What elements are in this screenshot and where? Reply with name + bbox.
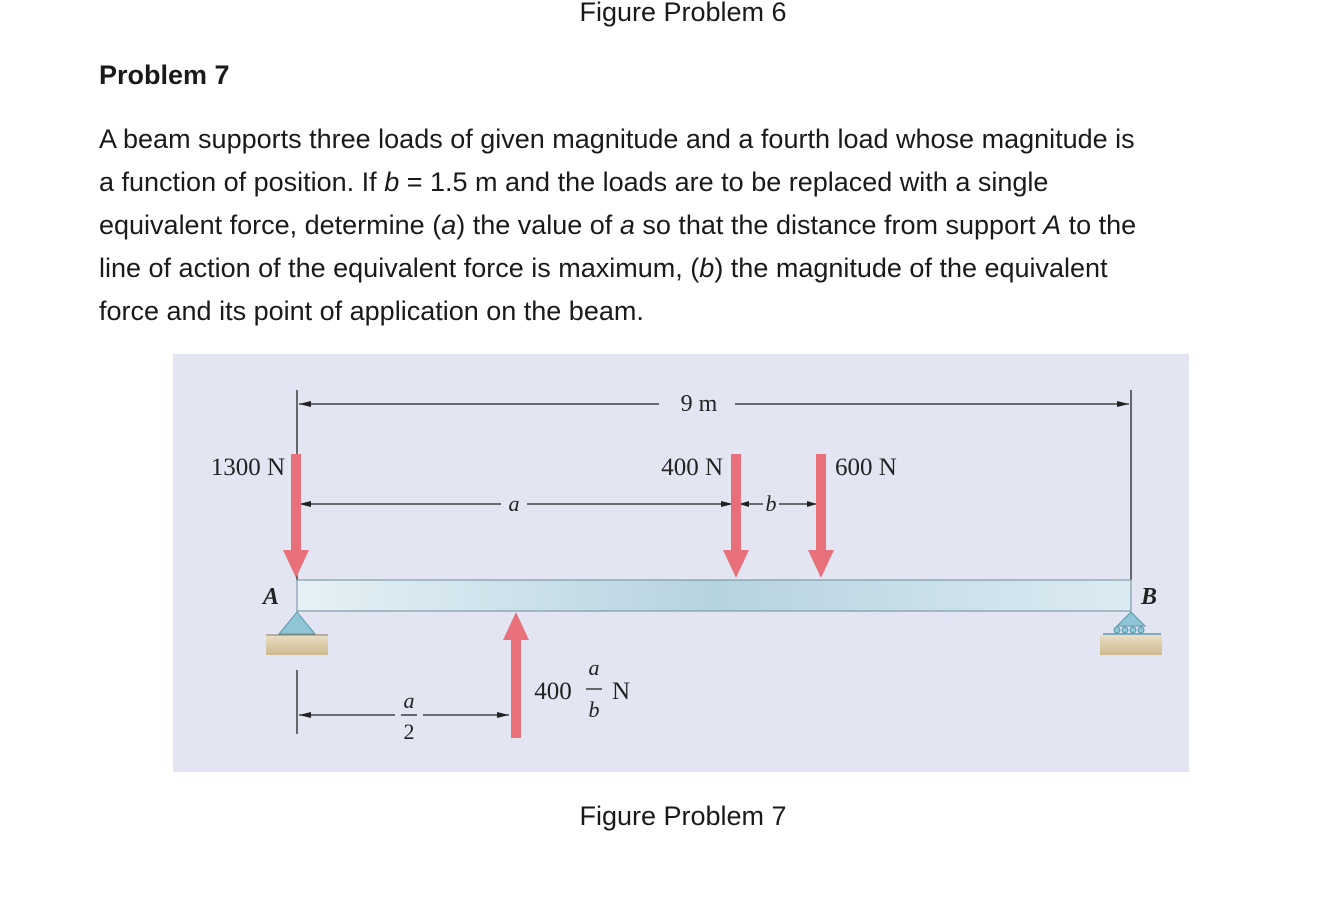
dim-a-arrow-left [299, 501, 311, 507]
load-600-label: 600 N [835, 454, 897, 481]
half-a-arrow-right [497, 712, 509, 718]
dim-b-arrow-right [807, 501, 817, 507]
problem-variable: b [699, 253, 715, 283]
load-400-arrow [723, 454, 749, 578]
problem-text-segment: A beam supports three loads of given mag… [99, 124, 1135, 154]
variable-load-denominator: b [589, 697, 600, 722]
problem-line: force and its point of application on th… [99, 290, 1279, 333]
problem-text-segment: line of action of the equivalent force i… [99, 253, 700, 283]
problem-heading: Problem 7 [99, 60, 230, 90]
span-arrow-right [1117, 401, 1129, 407]
beam-diagram: 9 m a b 1300 N 400 N [211, 390, 1162, 744]
problem-variable: b [384, 167, 400, 197]
problem-text-segment: equivalent force, determine ( [99, 210, 442, 240]
span-dimension [296, 390, 1132, 580]
half-a-denominator: 2 [404, 719, 415, 744]
problem-line: line of action of the equivalent force i… [99, 247, 1279, 290]
half-a-numerator: a [404, 688, 415, 713]
beam-figure: 9 m a b 1300 N 400 N [173, 354, 1189, 772]
beam [296, 579, 1132, 612]
problem-variable: a [619, 210, 635, 240]
problem-text-segment: ) the magnitude of the equivalent [714, 253, 1108, 283]
span-label: 9 m [681, 391, 718, 417]
variable-load-numerator: a [589, 655, 600, 680]
load-1300-label: 1300 N [211, 454, 285, 481]
problem-text-segment: ) the value of [456, 210, 620, 240]
problem-text-segment: a function of position. If [99, 167, 385, 197]
problem-line: equivalent force, determine (a) the valu… [99, 204, 1279, 247]
load-600-arrow [808, 454, 834, 578]
problem-variable: A [1043, 210, 1062, 240]
dim-b-arrow-left [739, 501, 749, 507]
problem-statement: A beam supports three loads of given mag… [99, 118, 1279, 333]
figure-caption: Figure Problem 7 [579, 801, 787, 831]
problem-text-segment: so that the distance from support [634, 210, 1044, 240]
dim-b-label: b [766, 491, 777, 516]
problem-text-segment: force and its point of application on th… [99, 296, 644, 326]
support-b-label: B [1140, 584, 1157, 610]
problem-line: a function of position. If b = 1.5 m and… [99, 161, 1279, 204]
variable-load-arrow [503, 612, 529, 738]
load-400-label: 400 N [661, 454, 723, 481]
span-arrow-left [299, 401, 311, 407]
variable-load-coefficient: 400 [534, 678, 572, 705]
support-a-pin [266, 611, 328, 655]
support-a-label: A [261, 584, 279, 610]
load-1300-arrow [283, 454, 309, 578]
previous-figure-caption: Figure Problem 6 [579, 0, 787, 27]
dimension-half-a [296, 670, 509, 734]
problem-line: A beam supports three loads of given mag… [99, 118, 1279, 161]
dim-a-arrow-right [721, 501, 733, 507]
half-a-arrow-left [299, 712, 311, 718]
problem-text-segment: to the [1061, 210, 1137, 240]
dim-a-label: a [509, 491, 520, 516]
support-b-roller [1100, 611, 1162, 655]
problem-variable: a [441, 210, 457, 240]
problem-text-segment: = 1.5 m and the loads are to be replaced… [399, 167, 1049, 197]
variable-load-unit: N [612, 678, 630, 705]
